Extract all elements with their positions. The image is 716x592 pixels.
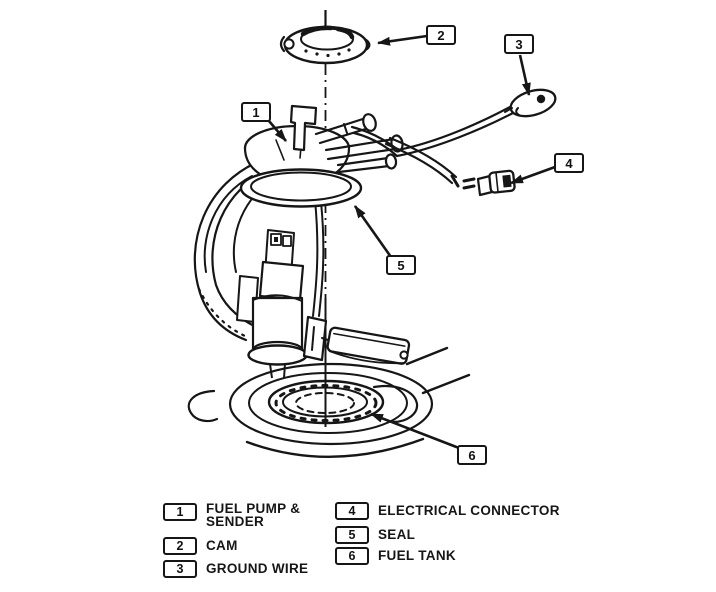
float-assembly: [302, 199, 411, 365]
legend-num-2: 2: [163, 537, 197, 555]
connector-pigtail: [384, 136, 516, 197]
legend-num-6: 6: [335, 547, 369, 565]
ring-terminal: [504, 88, 557, 118]
arrow-4: [510, 165, 556, 185]
mounting-tubes: [289, 104, 404, 174]
legend-num-3: 3: [163, 560, 197, 578]
arrow-6: [370, 412, 460, 450]
tank-break-lines: [405, 346, 471, 395]
seal-ring: [239, 168, 363, 208]
fuel-tank: [187, 362, 434, 458]
callout-box-2: 2: [426, 25, 456, 45]
callout-box-4: 4: [554, 153, 584, 173]
callout-box-6: 6: [457, 445, 487, 465]
legend-num-5: 5: [335, 526, 369, 544]
electrical-connector: [476, 169, 516, 197]
callout-box-3: 3: [504, 34, 534, 54]
arrow-1: [268, 120, 287, 142]
pump-body: [236, 229, 308, 379]
legend-label-cam: CAM: [206, 538, 238, 553]
legend-label-fuel-pump-sender: FUEL PUMP & SENDER: [206, 501, 301, 529]
legend-label-seal: SEAL: [378, 527, 416, 542]
legend-num-1: 1: [163, 503, 197, 521]
arrow-3: [518, 54, 531, 96]
callout-box-1: 1: [241, 102, 271, 122]
arrow-5: [353, 205, 393, 258]
ground-wire: [350, 88, 557, 158]
callout-arrows: [268, 34, 556, 450]
legend-label-electrical-connector: ELECTRICAL CONNECTOR: [378, 503, 560, 518]
legend-label-fuel-tank: FUEL TANK: [378, 548, 456, 563]
callout-box-5: 5: [386, 255, 416, 275]
legend-num-4: 4: [335, 502, 369, 520]
arrow-2: [377, 34, 428, 46]
legend-label-ground-wire: GROUND WIRE: [206, 561, 309, 576]
cam-ring: [279, 25, 371, 65]
